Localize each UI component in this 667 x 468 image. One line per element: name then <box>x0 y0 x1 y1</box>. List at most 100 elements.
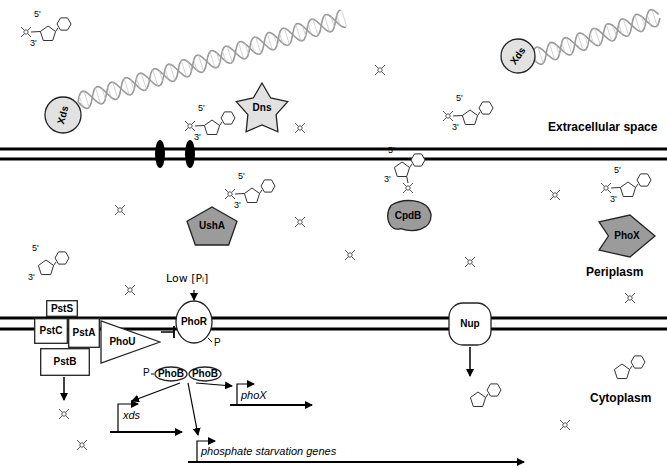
protein-name: PhoB <box>192 369 218 379</box>
protein-name: Dns <box>253 103 272 113</box>
sensor-kinase: PhoR <box>175 300 213 344</box>
base-pair <box>79 96 82 106</box>
base-pair <box>194 60 197 70</box>
response-regulator: PhoB <box>188 366 222 382</box>
phox-enzyme: PhoX <box>598 214 656 258</box>
base-pair <box>124 79 129 95</box>
nucleotide <box>185 112 235 135</box>
transport-arrow <box>469 347 471 376</box>
phosphate-glyph <box>21 27 31 37</box>
pst-subunit: PstA <box>68 318 100 348</box>
signal-arrow <box>193 290 194 300</box>
nucleotide <box>394 154 425 193</box>
gene-name: phosphate starvation genes <box>201 445 336 457</box>
dna-helix <box>78 10 347 108</box>
region-label: Periplasm <box>586 266 643 279</box>
pst-subunit: PstB <box>40 348 90 376</box>
region-label: Extracellular space <box>548 121 657 134</box>
node-outline-shape <box>176 301 212 343</box>
pst-subunit: PstS <box>46 300 78 317</box>
base-pair <box>274 35 277 45</box>
base-pair <box>556 45 559 55</box>
carbon-position: 3' <box>194 133 201 143</box>
base-pair <box>619 24 622 34</box>
phosphate-glyph <box>550 190 560 200</box>
transport-arrow <box>63 377 65 400</box>
response-regulator: PhoB <box>154 366 188 382</box>
protein-name: PstS <box>51 304 73 314</box>
phosphate-glyph <box>125 285 135 295</box>
phosphate-glyph <box>443 111 453 121</box>
node-outline-shape <box>187 207 237 245</box>
phosphate-glyph <box>601 183 611 193</box>
base-pair <box>642 16 645 26</box>
base-pair <box>562 43 565 53</box>
activation-arrow <box>196 383 232 386</box>
base-pair <box>578 34 583 50</box>
base-pair <box>159 71 162 81</box>
node-outline-shape <box>388 201 431 231</box>
phospho-label: P <box>143 367 150 378</box>
phosphate-glyph <box>625 293 635 303</box>
base-pair <box>251 42 254 52</box>
carbon-position: 3' <box>30 39 37 49</box>
phospho-label: P <box>214 337 221 348</box>
phosphate-glyph <box>295 123 305 133</box>
carbon-position: 5' <box>238 172 245 182</box>
phosphate-glyph <box>345 250 355 260</box>
nucleotide <box>470 384 501 407</box>
base-pair <box>256 37 261 53</box>
protein-name: UshA <box>199 221 225 231</box>
base-pair <box>284 28 289 44</box>
carbon-position: 5' <box>388 146 395 156</box>
outer-membrane <box>0 148 667 151</box>
carbon-position: 3' <box>610 195 617 205</box>
protein-name: PstB <box>54 357 77 367</box>
base-pair <box>585 35 588 45</box>
base-pair <box>84 91 89 107</box>
node-outline-shape <box>236 83 287 132</box>
phosphate-glyph <box>77 440 87 450</box>
node-outline-shape <box>35 319 68 344</box>
base-pair <box>647 15 650 25</box>
base-pair <box>222 51 225 61</box>
cpdb-enzyme: CpdB <box>384 198 432 234</box>
base-pair <box>606 25 611 41</box>
node-outline-shape <box>599 215 655 257</box>
regulator-triangle: PhoU <box>100 320 161 364</box>
protein-name: PstA <box>73 328 96 338</box>
protein-name: CpdB <box>395 211 422 221</box>
porin <box>155 140 165 168</box>
carbon-position: 3' <box>28 273 35 283</box>
inhibition-connector <box>161 326 174 338</box>
protein-name: PhoR <box>181 317 207 327</box>
connector-line <box>161 331 174 333</box>
gene-line <box>230 404 312 406</box>
carbon-position: 5' <box>456 94 463 104</box>
base-pair <box>137 78 140 88</box>
base-pair <box>267 34 272 50</box>
carbon-position: 5' <box>34 10 41 20</box>
carbon-position: 5' <box>32 244 39 254</box>
node-outline-shape <box>155 367 187 381</box>
nucleotide <box>443 102 493 125</box>
carbon-position: 5' <box>614 166 621 176</box>
base-pair <box>302 26 305 36</box>
protein-name: PhoX <box>614 231 640 241</box>
nucleoside-transporter: Nup <box>448 302 492 346</box>
outer-membrane <box>0 158 667 161</box>
carbon-position: 3' <box>384 175 391 185</box>
gene-name: xds <box>123 409 140 421</box>
base-pair <box>337 15 340 25</box>
nucleotide <box>614 356 645 379</box>
gene-name: phoX <box>241 389 267 401</box>
node-outline-shape <box>101 321 160 363</box>
inhibition-bar <box>173 326 175 338</box>
activation-arrow <box>188 383 198 435</box>
phosphate-glyph <box>295 217 305 227</box>
base-pair <box>153 70 158 86</box>
phospho-tick <box>208 338 212 342</box>
node-outline-shape <box>69 319 100 348</box>
